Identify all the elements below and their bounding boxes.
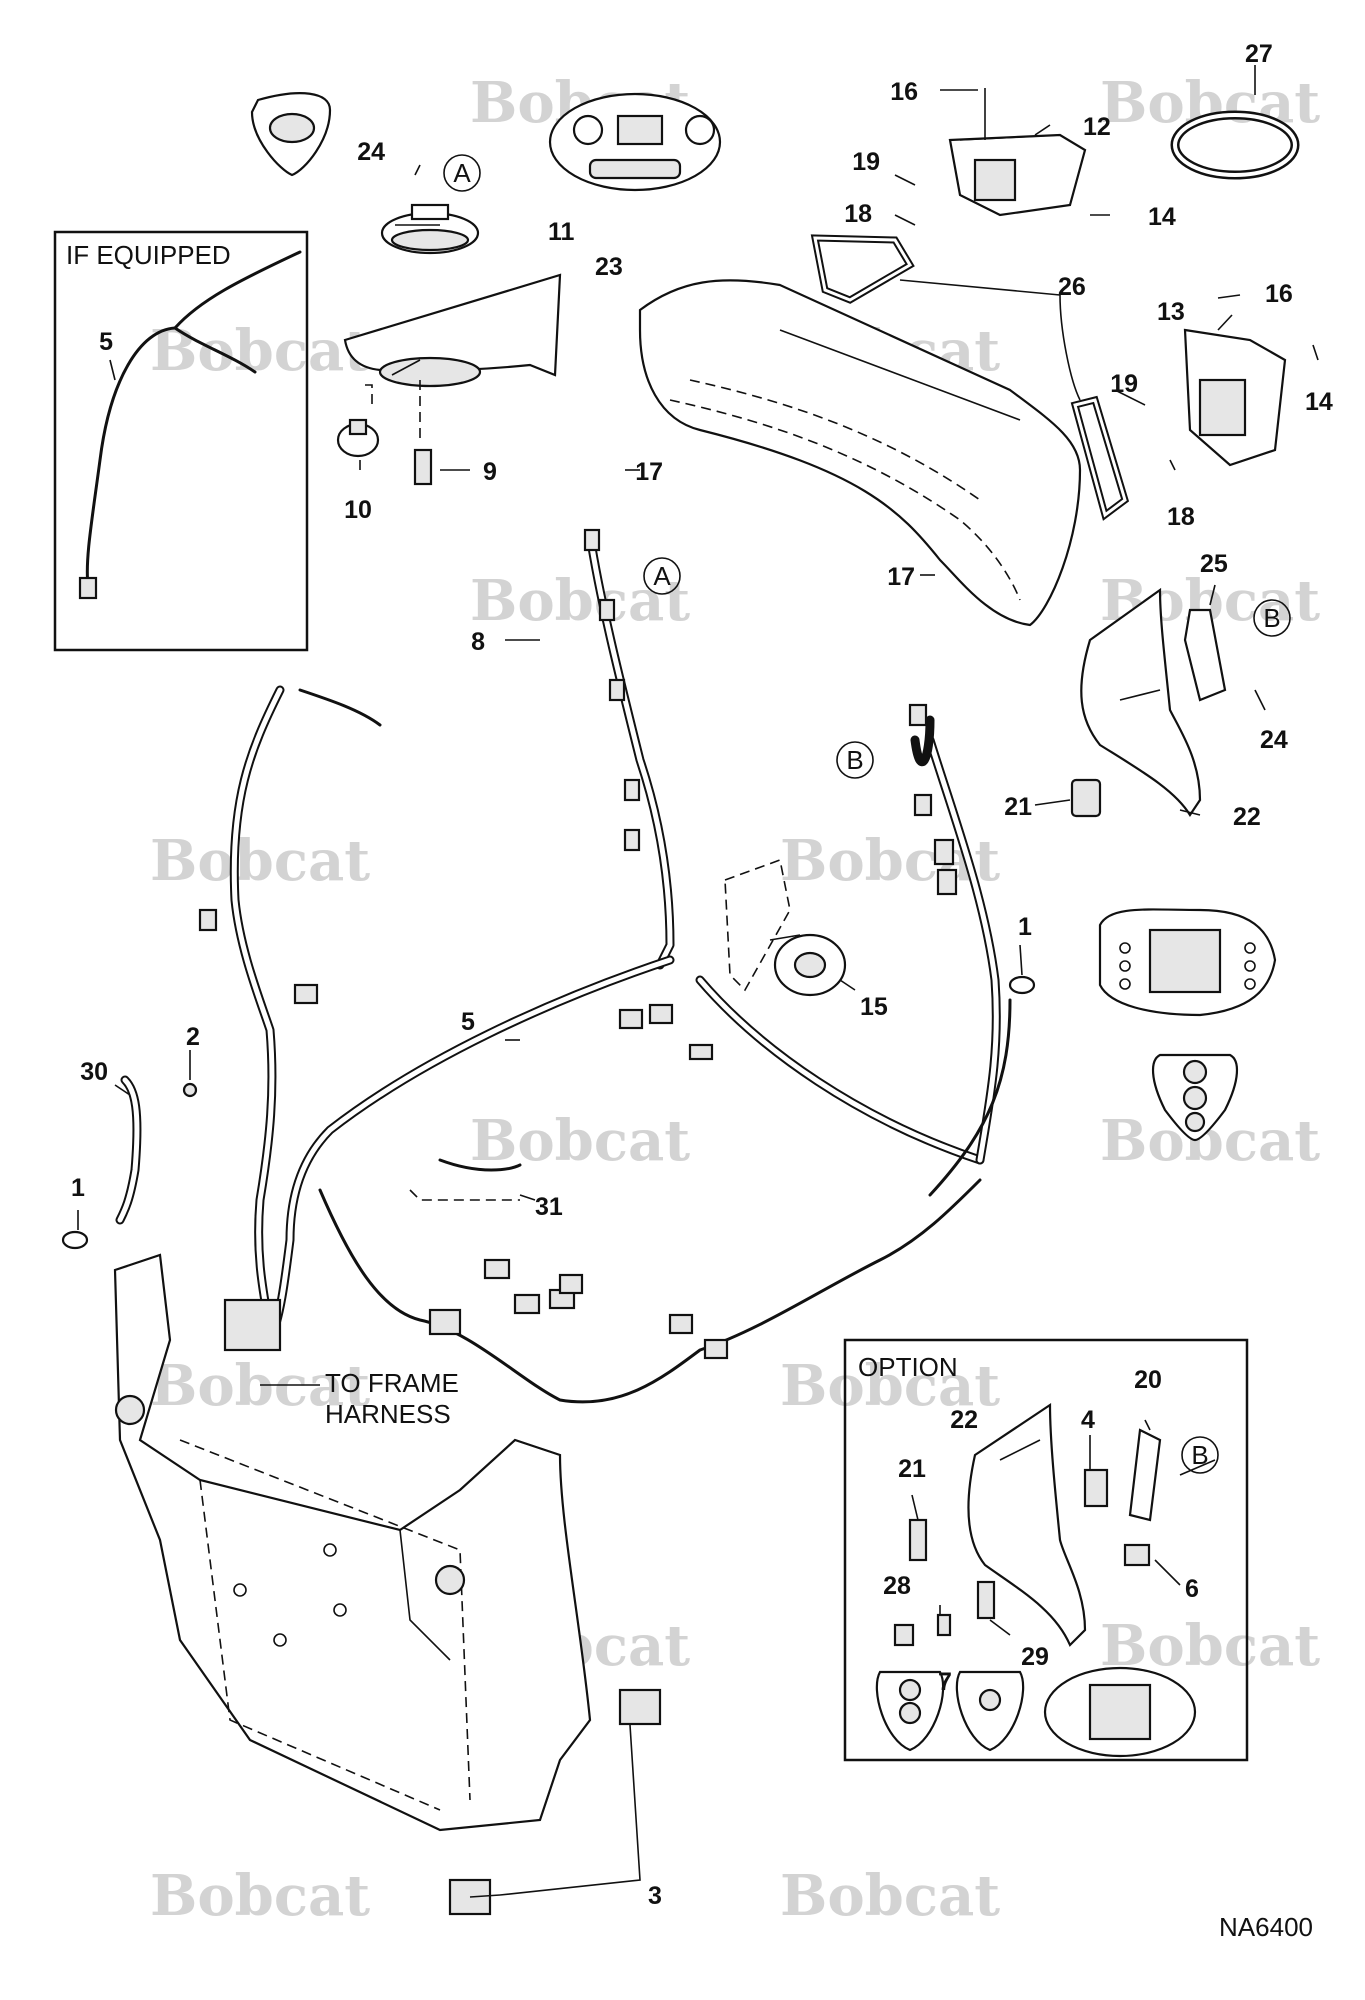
part-label-5: 5 [461,1008,475,1036]
part-label-29: 29 [1021,1643,1049,1671]
part-label-23: 23 [595,253,623,281]
part-label-26: 26 [1058,273,1086,301]
part-label-30: 30 [80,1058,108,1086]
part-label-6: 6 [1185,1575,1199,1603]
part-label-7: 7 [938,1668,952,1696]
part-label-12: 12 [1083,113,1111,141]
part-label-24: 24 [357,138,385,166]
optional-harness-connector [78,576,98,600]
part-label-18b: 18 [1167,503,1195,531]
ref-circle-a1: A [443,154,481,192]
main-harness-5 [198,528,1012,1404]
frame-harness-label-2: HARNESS [325,1399,451,1429]
part-label-17a: 17 [635,458,663,486]
diagram-id: NA6400 [1219,1912,1313,1942]
ref-circle-b3: B [1181,1436,1219,1474]
ref-circle-b1: B [1253,599,1291,637]
watermark: Bobcat [150,318,370,384]
part-label-5b: 5 [99,328,113,356]
part-label-17b: 17 [887,563,915,591]
optional-harness-wire [85,250,302,587]
frame [113,1253,662,1916]
part-label-14b: 14 [1305,388,1333,416]
panel-23 [343,273,562,440]
part-label-24b: 24 [1260,726,1288,754]
ref-circle-a2: A [643,557,681,595]
part-label-15: 15 [860,993,888,1021]
part-label-11: 11 [548,218,575,246]
part-label-9: 9 [483,458,497,486]
bezel-3-hole [1151,1053,1239,1142]
part-label-18: 18 [844,200,872,228]
part-label-22: 22 [1233,803,1261,831]
watermark: Bobcat [780,1353,1000,1419]
ref-circle-b2: B [836,741,874,779]
gasket-26b [1070,395,1130,521]
watermark: Bobcat [780,1863,1000,1929]
part-label-8: 8 [471,628,485,656]
part-label-19b: 19 [1110,370,1138,398]
optional-harness-branch [173,326,257,374]
watermark: Bobcat [150,828,370,894]
if-equipped-box: IF EQUIPPED [53,230,309,652]
part-label-2: 2 [186,1023,200,1051]
part-label-22b: 22 [950,1406,978,1434]
switch-10 [336,418,380,458]
part-label-21b: 21 [898,1455,926,1483]
part-label-25: 25 [1200,550,1228,578]
leader-lines [77,65,1319,1898]
frame-harness-label-1: TO FRAME [325,1368,459,1398]
tube-30 [61,975,1036,1250]
svg-text:B: B [1191,1440,1208,1470]
if-equipped-label: IF EQUIPPED [66,240,231,270]
watermark: Bobcat [470,568,690,634]
part-label-1b: 1 [1018,913,1032,941]
part-label-16: 16 [890,78,918,106]
svg-text:A: A [653,561,671,591]
svg-text:B: B [1263,603,1280,633]
connector-9 [413,448,433,486]
part-label-16b: 16 [1265,280,1293,308]
gasket-26a [810,234,915,304]
part-number-labels: 16 12 19 18 14 27 26 13 16 14 19 18 17 1… [71,40,1333,1910]
part-label-13: 13 [1157,298,1185,326]
horn-15 [724,858,847,997]
part-label-27: 27 [1245,40,1273,68]
instrument-cluster [548,92,722,192]
option-label: OPTION [858,1352,958,1382]
switch-21 [1070,778,1102,818]
bezel-part [250,92,332,177]
watermark: Bobcat [150,1863,370,1929]
part-label-14: 14 [1148,203,1176,231]
part-label-4: 4 [1081,1406,1095,1434]
part-label-19: 19 [852,148,880,176]
control-handle-22 [1080,587,1202,818]
part-label-21: 21 [1004,793,1032,821]
option-box: OPTION [843,1338,1249,1762]
switch-25 [1183,608,1227,702]
part-label-1a: 1 [71,1174,85,1202]
part-label-3: 3 [648,1882,662,1910]
svg-text:A: A [453,158,471,188]
watermark: Bobcat [470,1108,690,1174]
gauge-housing-11 [380,203,480,255]
switch-panel-13 [1183,328,1287,467]
part-label-31: 31 [535,1193,563,1221]
part-label-20: 20 [1134,1366,1162,1394]
switch-panel-12 [948,88,1087,217]
svg-text:B: B [846,745,863,775]
part-label-28: 28 [883,1572,911,1600]
display-panel [1098,908,1277,1017]
console-cover [638,279,1082,627]
watermark: Bobcat [150,1353,370,1419]
part-label-10: 10 [344,496,372,524]
seal-27 [1170,110,1300,180]
